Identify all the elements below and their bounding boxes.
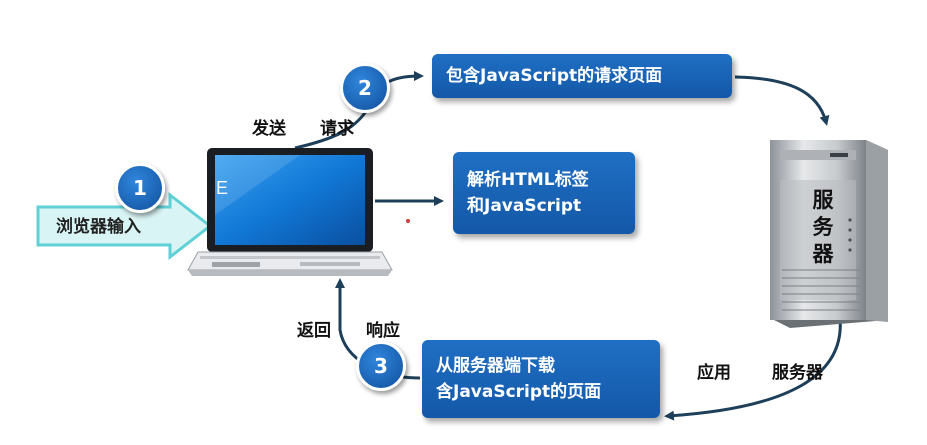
server-icon (770, 140, 888, 328)
server-vertical-label: 服 务 器 (806, 187, 840, 268)
request-label: 请求 (320, 119, 354, 139)
app-server-label: 服务器 (772, 363, 823, 383)
server-char-3: 器 (812, 242, 834, 266)
laptop-screen-text: E (216, 178, 229, 198)
response-label: 响应 (366, 321, 400, 341)
parse-box: 解析HTML标签 和JavaScript (453, 152, 635, 234)
to-server-arrow (734, 75, 830, 126)
browser-input-arrow (36, 191, 213, 261)
step-3-circle: 3 (356, 341, 406, 391)
server-char-2: 务 (812, 215, 834, 239)
download-text-line1: 从服务器端下载 (436, 356, 555, 376)
request-page-box: 包含JavaScript的请求页面 (432, 54, 732, 98)
browser-input-label: 浏览器输入 (56, 217, 141, 237)
server-return-arrow (664, 317, 842, 421)
return-label: 返回 (297, 321, 331, 341)
parse-text-line1: 解析HTML标签 (467, 170, 589, 190)
request-page-text: 包含JavaScript的请求页面 (446, 66, 663, 86)
download-box: 从服务器端下载 含JavaScript的页面 (422, 340, 660, 418)
step-1-circle: 1 (115, 163, 165, 213)
download-text-line2: 含JavaScript的页面 (436, 382, 602, 402)
server-char-1: 服 (812, 188, 834, 212)
send-label: 发送 (252, 119, 286, 139)
stray-dot (406, 219, 410, 223)
step-2-circle: 2 (340, 63, 390, 113)
parse-text-line2: 和JavaScript (467, 196, 582, 216)
laptop-icon (187, 148, 393, 276)
app-label: 应用 (697, 363, 731, 383)
